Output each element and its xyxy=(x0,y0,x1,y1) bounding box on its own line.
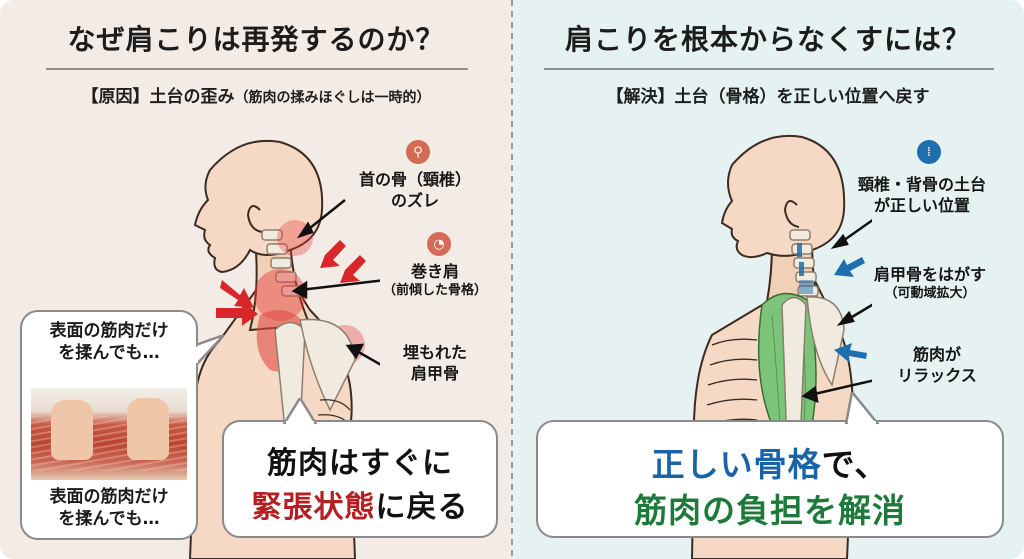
label-buried-scapula: 埋もれた 肩甲骨 xyxy=(402,343,467,383)
solution-bubble: 正しい骨格で、 筋肉の負担を解消 xyxy=(536,420,1004,538)
cause-title: なぜ肩こりは再発するのか？ xyxy=(67,23,445,56)
massage-bubble-tail xyxy=(196,335,225,367)
person-posture-icon: ⚲ xyxy=(406,140,430,164)
panel-divider xyxy=(511,0,513,559)
title-divider xyxy=(46,68,468,70)
label-muscle-relax: 筋肉が リラックス xyxy=(897,345,977,385)
cause-subtitle: 【原因】土台の歪み（筋肉の揉みほぐしは一時的） xyxy=(0,82,512,107)
solution-title: 肩こりを根本からなくすには？ xyxy=(564,23,971,56)
label-rounded-shoulders: 巻き肩 （前傾した骨格） xyxy=(382,262,487,298)
label-spine-foundation: 頸椎・背骨の土台 が正しい位置 xyxy=(857,175,986,215)
massage-photo xyxy=(31,388,187,480)
spine-icon: ⁞ xyxy=(917,140,941,164)
label-scapula-release: 肩甲骨をはがす （可動域拡大） xyxy=(873,265,986,301)
solution-bubble-tail xyxy=(844,392,880,424)
massage-speech-bubble: 表面の筋肉だけ を揉んでも… 表面の筋肉だけ を揉んでも… xyxy=(20,310,198,540)
title-divider xyxy=(544,68,994,70)
solution-panel: 肩こりを根本からなくすには？ 【解決】土台（骨格）を正しい位置へ戻す xyxy=(512,0,1024,559)
muscle-tension-bubble: 筋肉はすぐに 緊張状態に戻る xyxy=(222,420,498,538)
cause-subtitle-main: 【原因】土台の歪み xyxy=(81,87,235,107)
label-cervical-shift: 首の骨（頸椎） のズレ xyxy=(358,170,471,210)
tension-bubble-tail xyxy=(282,398,318,424)
cause-panel: なぜ肩こりは再発するのか？ 【原因】土台の歪み（筋肉の揉みほぐしは一時的） xyxy=(0,0,512,559)
solution-subtitle: 【解決】土台（骨格）を正しい位置へ戻す xyxy=(606,87,930,107)
cause-subtitle-note: （筋肉の揉みほぐしは一時的） xyxy=(234,90,431,106)
rounded-shoulder-icon: ◔ xyxy=(427,232,451,256)
